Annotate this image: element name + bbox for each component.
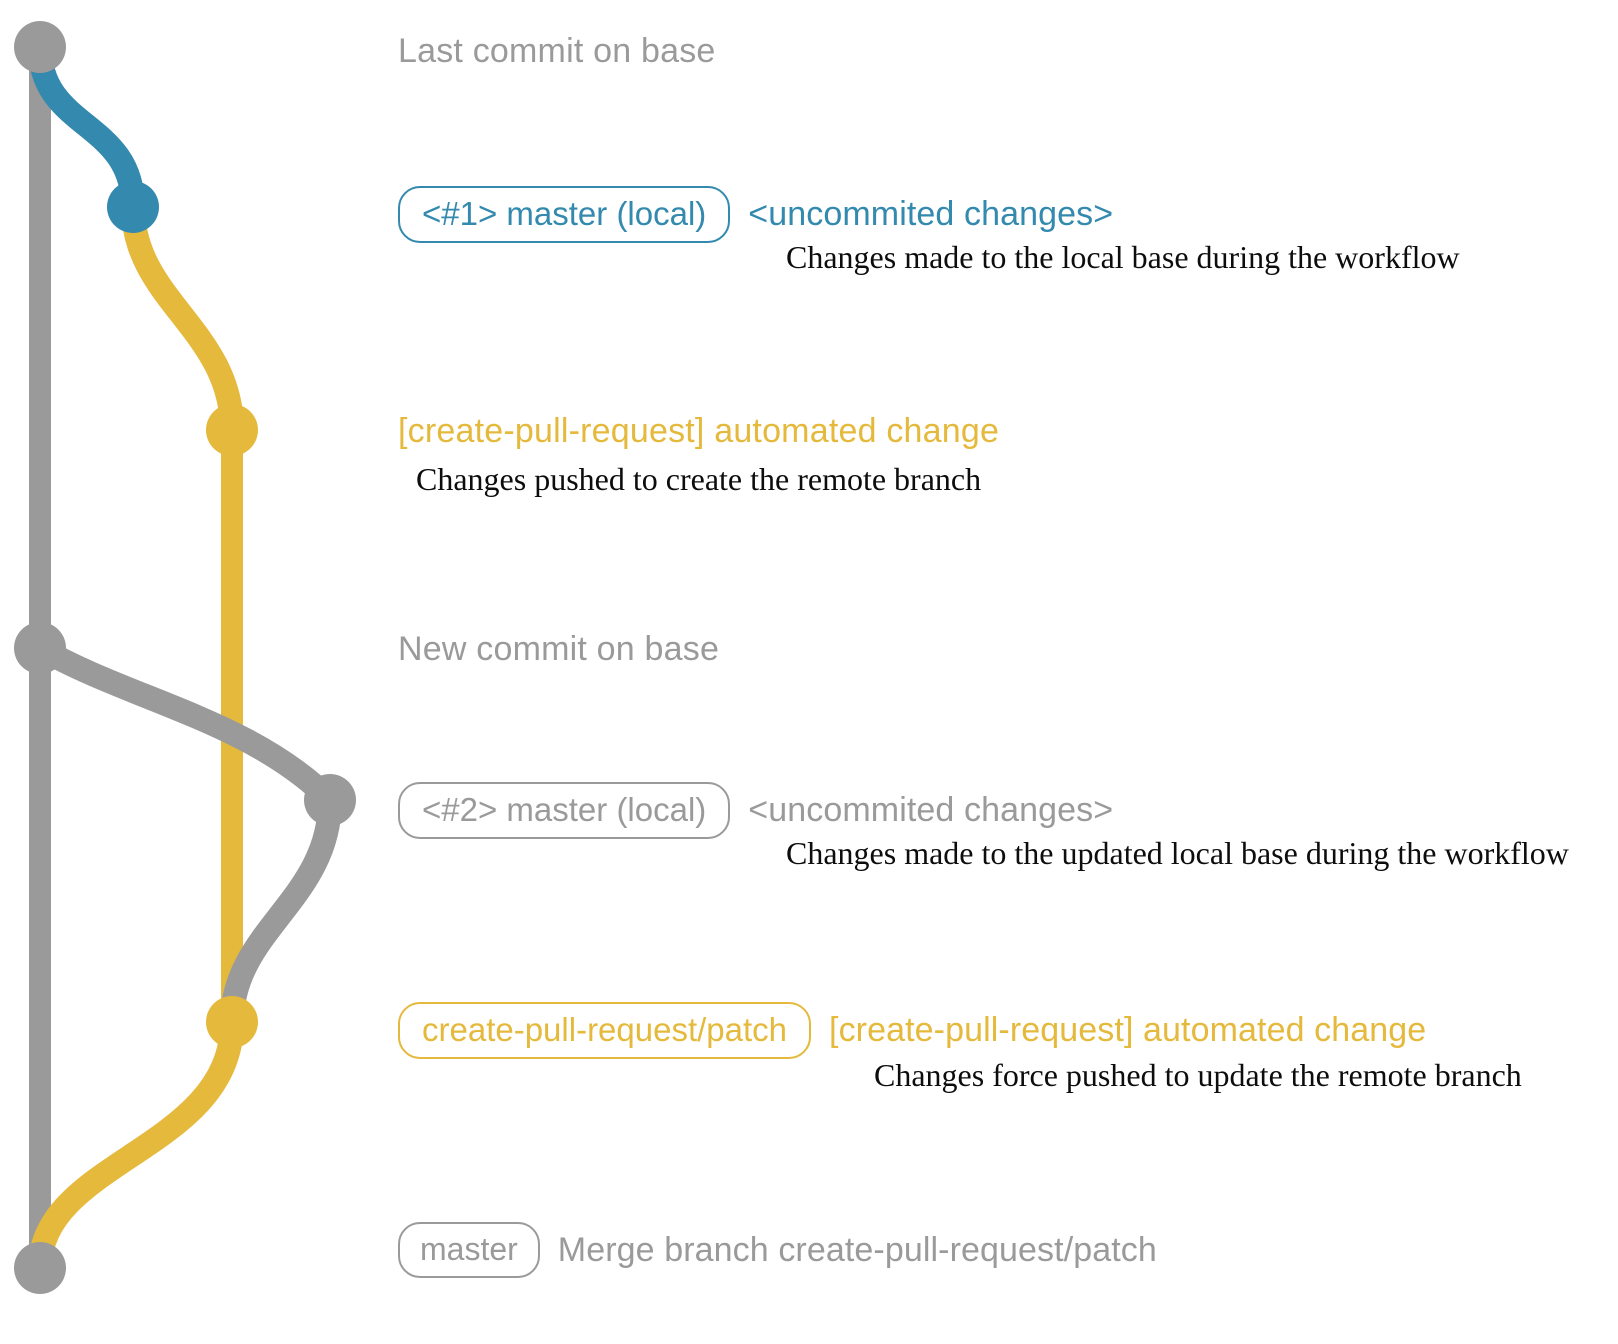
edge-base2-to-local2: [28, 636, 342, 812]
branch-label-master-local-2[interactable]: <#2> master (local): [398, 782, 731, 839]
commit-message-master-local-2: <uncommited changes>: [748, 791, 1114, 829]
description-create-pull-request-patch: Changes force pushed to update the remot…: [874, 1057, 1522, 1093]
branch-label-master-merge[interactable]: master: [398, 1222, 540, 1278]
description-master-local-2: Changes made to the updated local base d…: [786, 835, 1569, 871]
branch-label-master-local-1[interactable]: <#1> master (local): [398, 186, 731, 243]
entry-master-local-2: <#2> master (local) <uncommited changes>: [398, 782, 1113, 839]
entry-new-commit-on-base: New commit on base: [398, 630, 719, 669]
entry-master-local-1: <#1> master (local) <uncommited changes>: [398, 186, 1113, 243]
branch-label-create-pull-request-patch[interactable]: create-pull-request/patch: [398, 1002, 812, 1059]
entry-create-pull-request-patch: create-pull-request/patch [create-pull-r…: [398, 1002, 1426, 1059]
commit-message-automated-change-1: [create-pull-request] automated change: [398, 412, 1000, 450]
node-last-commit-on-base[interactable]: [14, 21, 66, 73]
edge-base-to-local1: [28, 35, 145, 219]
commit-message-new-commit-on-base: New commit on base: [398, 630, 720, 668]
entry-last-commit-on-base: Last commit on base: [398, 32, 716, 71]
description-automated-change-1: Changes pushed to create the remote bran…: [416, 461, 982, 497]
description-master-local-1: Changes made to the local base during th…: [786, 239, 1460, 275]
node-master-merge[interactable]: [14, 1242, 66, 1294]
edge-patch2-to-merge: [28, 1010, 244, 1280]
entry-automated-change-1: [create-pull-request] automated change: [398, 412, 999, 451]
edge-local2-to-patch2: [220, 788, 342, 1034]
node-create-pull-request-patch[interactable]: [206, 996, 258, 1048]
node-master-local-2[interactable]: [304, 774, 356, 826]
node-new-commit-on-base[interactable]: [14, 622, 66, 674]
commit-message-master-merge: Merge branch create-pull-request/patch: [557, 1230, 1157, 1269]
node-automated-change-1[interactable]: [206, 404, 258, 456]
edge-local1-to-patch1: [121, 195, 244, 442]
node-master-local-1[interactable]: [107, 181, 159, 233]
commit-message-last-commit-on-base: Last commit on base: [398, 32, 716, 70]
entry-master-merge: master Merge branch create-pull-request/…: [398, 1222, 1157, 1278]
commit-message-create-pull-request-patch: [create-pull-request] automated change: [829, 1011, 1427, 1049]
commit-message-master-local-1: <uncommited changes>: [748, 195, 1114, 233]
